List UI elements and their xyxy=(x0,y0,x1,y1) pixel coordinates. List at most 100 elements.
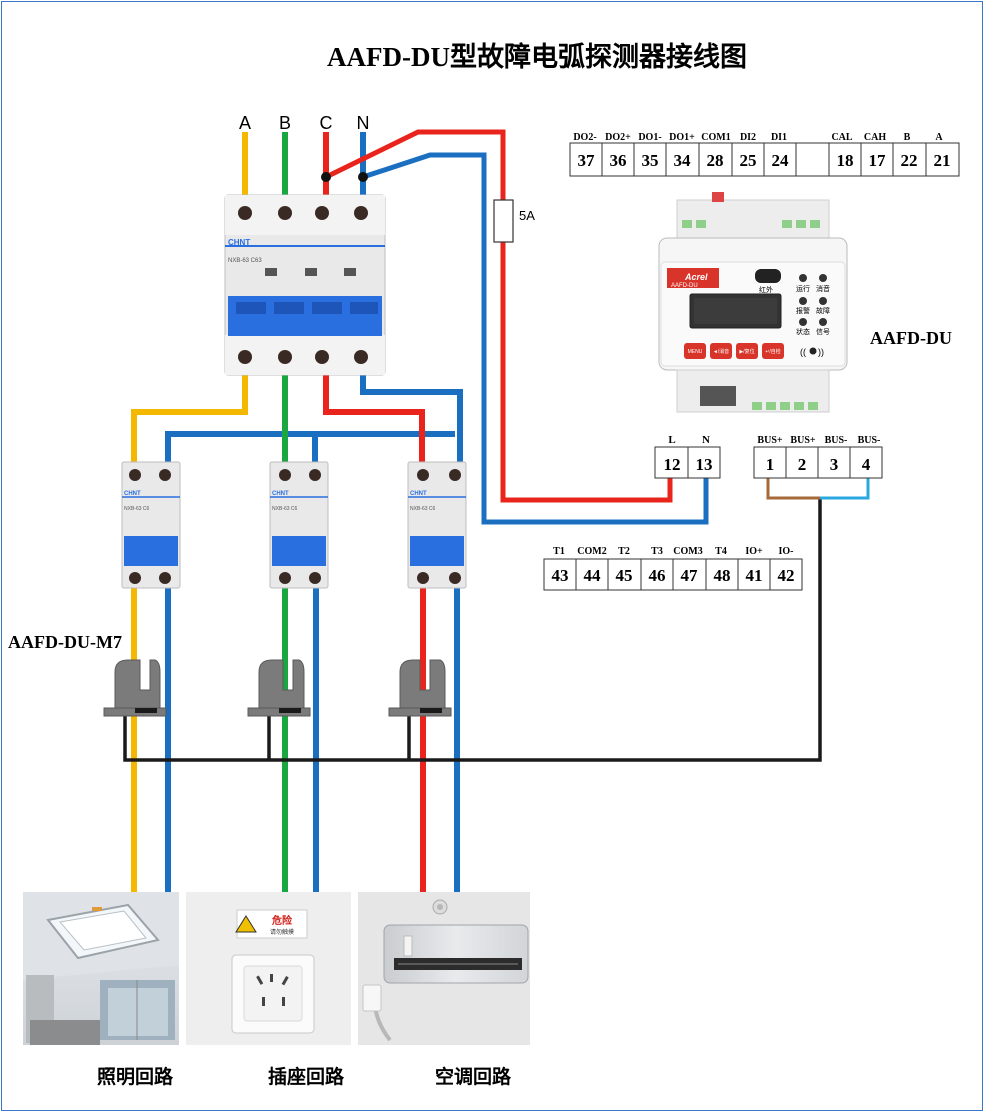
phase-label-a: A xyxy=(239,113,251,133)
bus-label-0: BUS+ xyxy=(757,435,782,446)
top-num-11: 21 xyxy=(934,151,951,170)
incoming-wires xyxy=(242,132,366,203)
button-label-0: MENU xyxy=(688,349,703,355)
indicator-3: 故障 xyxy=(816,306,830,315)
signal-bus-line xyxy=(123,498,822,762)
infrared-label: 红外 xyxy=(759,285,773,294)
power-label-l: L xyxy=(668,434,675,446)
device-brand: Acrel xyxy=(684,272,708,282)
wire-power-n xyxy=(362,152,709,525)
load-label-socket: 插座回路 xyxy=(268,1065,345,1088)
device-buttons: MENU ◄/消音 ▶/复位 ↵/自检 xyxy=(684,343,784,359)
phase-label-b: B xyxy=(279,113,291,133)
top-num-9: 17 xyxy=(869,151,887,170)
top-num-2: 35 xyxy=(642,151,659,170)
warning-title: 危险 xyxy=(272,914,293,927)
top-num-5: 25 xyxy=(740,151,757,170)
page-title: AAFD-DU型故障电弧探测器接线图 xyxy=(327,41,747,72)
phase-label-c: C xyxy=(320,113,333,133)
top-label-1: DO2+ xyxy=(605,132,631,143)
top-label-11: A xyxy=(935,132,943,143)
load-label-ac: 空调回路 xyxy=(435,1065,512,1088)
bus-num-2: 3 xyxy=(830,455,839,474)
load-photo-ac xyxy=(358,892,530,1045)
bottom-num-5: 48 xyxy=(714,566,731,585)
enter-button[interactable] xyxy=(762,343,784,359)
svg-text:)): )) xyxy=(818,347,824,357)
power-terminal-block: L N 12 13 xyxy=(654,434,721,479)
button-label-3: ↵/自检 xyxy=(765,348,781,355)
branch-breaker-socket: CHNT NXB-63 C6 xyxy=(269,461,329,589)
aafd-du-device: Acrel AAFD-DU 红外 运行 消音 报警 故障 状态 信号 MENU … xyxy=(658,192,848,413)
load-labels: 照明回路 插座回路 空调回路 xyxy=(97,1065,512,1088)
phase-label-n: N xyxy=(357,113,370,133)
main-breaker-model: NXB-63 C63 xyxy=(228,258,262,264)
nfc-icon: (( xyxy=(800,347,806,357)
wire-power-l-lower xyxy=(500,242,673,503)
fuse xyxy=(493,199,514,243)
current-sensor-socket xyxy=(247,659,311,717)
current-sensor-lighting xyxy=(103,659,167,717)
phase-labels: A B C N xyxy=(239,113,370,133)
distribution-wires xyxy=(131,375,463,465)
menu-button[interactable] xyxy=(684,343,706,359)
load-wires xyxy=(131,588,460,892)
bottom-label-6: IO+ xyxy=(745,546,763,557)
bus-num-0: 1 xyxy=(766,455,775,474)
bottom-num-4: 47 xyxy=(681,566,699,585)
top-num-3: 34 xyxy=(674,151,692,170)
power-num-13: 13 xyxy=(696,455,713,474)
sensor-label: AAFD-DU-M7 xyxy=(8,632,122,652)
bottom-label-1: COM2 xyxy=(577,546,606,557)
power-num-12: 12 xyxy=(664,455,681,474)
indicator-2: 报警 xyxy=(796,306,810,315)
top-label-4: COM1 xyxy=(701,132,730,143)
bottom-num-0: 43 xyxy=(552,566,569,585)
branch-socket-model: NXB-63 C6 xyxy=(272,506,298,512)
top-label-6: DI1 xyxy=(771,132,787,143)
bottom-num-2: 45 xyxy=(616,566,633,585)
indicator-labels: 运行 消音 报警 故障 状态 信号 xyxy=(796,284,830,336)
bottom-label-4: COM3 xyxy=(673,546,702,557)
bottom-label-7: IO- xyxy=(779,546,794,557)
bottom-num-6: 41 xyxy=(746,566,763,585)
bus-label-2: BUS- xyxy=(825,435,848,446)
branch-lighting-model: NXB-63 C6 xyxy=(124,506,150,512)
branch-socket-brand: CHNT xyxy=(272,491,289,497)
top-num-8: 18 xyxy=(837,151,854,170)
load-photo-socket: 危险 请勿触摸 xyxy=(186,892,351,1045)
indicator-1: 消音 xyxy=(816,284,830,293)
main-breaker: CHNT NXB-63 C63 xyxy=(224,194,386,376)
branch-breaker-lighting: CHNT NXB-63 C6 xyxy=(121,461,181,589)
branch-lighting-brand: CHNT xyxy=(124,491,141,497)
bottom-terminal-block: T1 COM2 T2 T3 COM3 T4 IO+ IO- 43 44 45 4… xyxy=(543,546,803,591)
top-num-4: 28 xyxy=(707,151,724,170)
bottom-num-3: 46 xyxy=(649,566,666,585)
indicator-5: 信号 xyxy=(816,327,830,336)
top-num-6: 24 xyxy=(772,151,790,170)
bottom-num-1: 44 xyxy=(584,566,602,585)
current-sensor-ac xyxy=(388,659,452,717)
top-terminal-labels: DO2- DO2+ DO1- DO1+ COM1 DI2 DI1 CAL CAH… xyxy=(573,132,943,143)
indicator-0: 运行 xyxy=(796,284,810,293)
load-label-lighting: 照明回路 xyxy=(97,1065,174,1088)
right-button[interactable] xyxy=(736,343,758,359)
top-terminal-block: DO2- DO2+ DO1- DO1+ COM1 DI2 DI1 CAL CAH… xyxy=(569,132,960,177)
indicator-4: 状态 xyxy=(796,327,810,336)
bus-num-1: 2 xyxy=(798,455,807,474)
power-label-n: N xyxy=(702,434,710,446)
bus-num-3: 4 xyxy=(862,455,871,474)
device-model: AAFD-DU xyxy=(671,283,698,289)
bottom-num-7: 42 xyxy=(778,566,795,585)
device-name-label: AAFD-DU xyxy=(870,328,952,348)
bottom-label-0: T1 xyxy=(553,546,565,557)
load-photo-lighting xyxy=(23,892,179,1045)
bus-terminal-block: BUS+ BUS+ BUS- BUS- 1 2 3 4 xyxy=(753,435,883,479)
top-terminal-numbers: 37 36 35 34 28 25 24 18 17 22 21 xyxy=(578,151,951,170)
warning-sub: 请勿触摸 xyxy=(270,928,294,936)
top-label-9: CAH xyxy=(864,132,886,143)
top-label-2: DO1- xyxy=(638,132,661,143)
left-button[interactable] xyxy=(710,343,732,359)
